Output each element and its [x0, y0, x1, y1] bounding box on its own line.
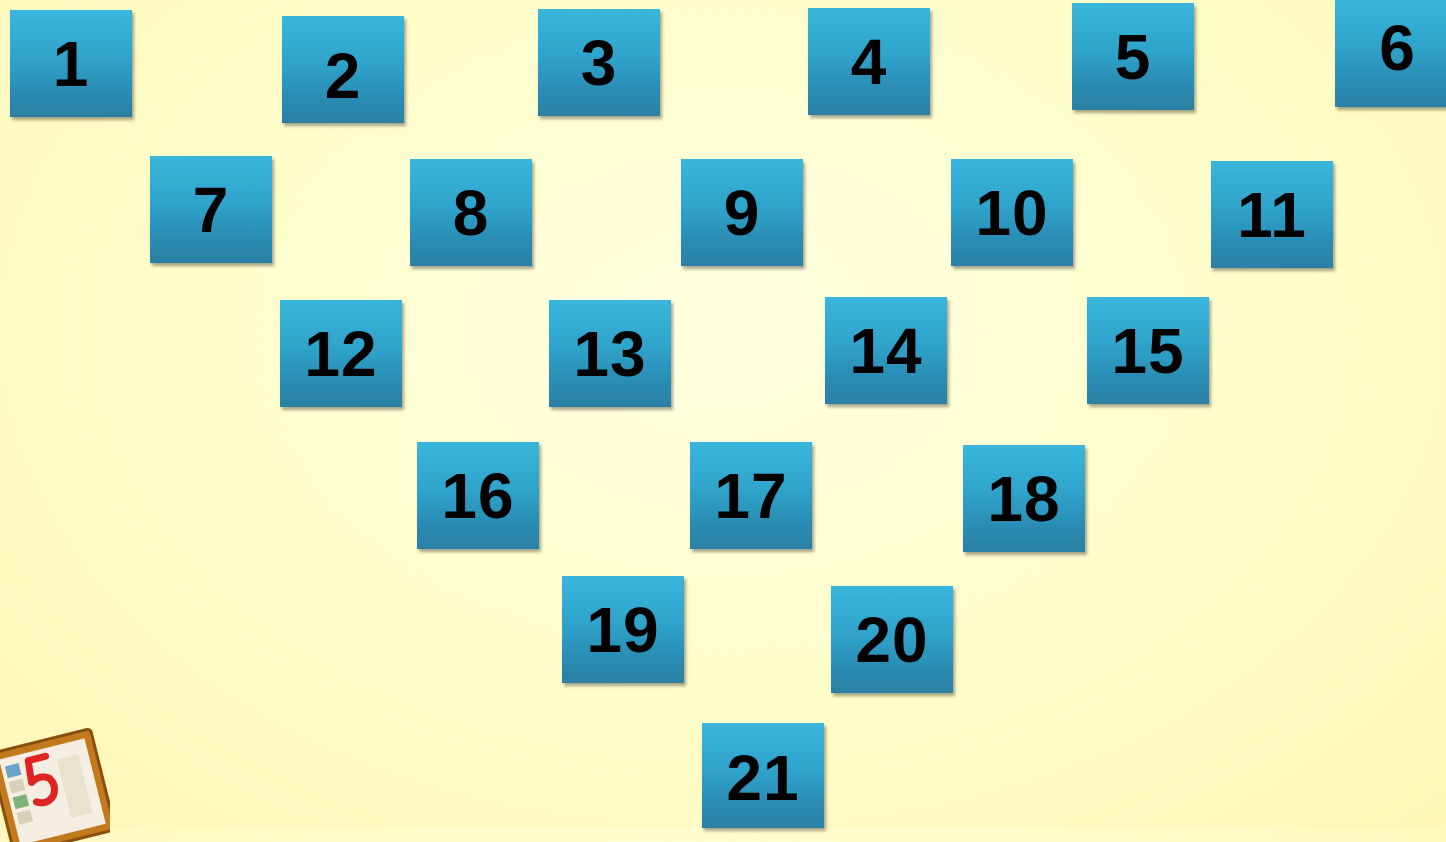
tile-16[interactable]: 16	[417, 442, 539, 549]
tile-17-label: 17	[714, 459, 787, 533]
tile-21[interactable]: 21	[702, 723, 824, 828]
tile-1-label: 1	[53, 27, 90, 101]
tile-8-label: 8	[453, 176, 490, 250]
tile-3[interactable]: 3	[538, 9, 660, 116]
tile-9-label: 9	[724, 176, 761, 250]
tile-12[interactable]: 12	[280, 300, 402, 407]
tile-13[interactable]: 13	[549, 300, 671, 407]
tile-10-label: 10	[975, 176, 1048, 250]
tile-7[interactable]: 7	[150, 156, 272, 263]
tile-18[interactable]: 18	[963, 445, 1085, 552]
calendar-number-icon	[0, 722, 110, 842]
tile-4-label: 4	[851, 25, 888, 99]
tile-5[interactable]: 5	[1072, 3, 1194, 110]
tile-1[interactable]: 1	[10, 10, 132, 117]
tile-7-label: 7	[193, 173, 230, 247]
tile-18-label: 18	[987, 462, 1060, 536]
tile-14-label: 14	[849, 314, 922, 388]
tile-4[interactable]: 4	[808, 8, 930, 115]
tile-8[interactable]: 8	[410, 159, 532, 266]
tile-3-label: 3	[581, 26, 618, 100]
tile-21-label: 21	[726, 741, 799, 815]
tile-6-label: 6	[1379, 11, 1416, 85]
tile-20[interactable]: 20	[831, 586, 953, 693]
tile-13-label: 13	[573, 317, 646, 391]
tile-19-label: 19	[586, 593, 659, 667]
tile-9[interactable]: 9	[681, 159, 803, 266]
tile-6[interactable]: 6	[1335, 0, 1446, 107]
tile-16-label: 16	[441, 459, 514, 533]
tile-2[interactable]: 2	[282, 16, 404, 123]
tile-11-label: 11	[1237, 178, 1307, 252]
tile-20-label: 20	[855, 603, 928, 677]
tile-14[interactable]: 14	[825, 297, 947, 404]
tile-17[interactable]: 17	[690, 442, 812, 549]
tile-15[interactable]: 15	[1087, 297, 1209, 404]
tile-19[interactable]: 19	[562, 576, 684, 683]
tile-10[interactable]: 10	[951, 159, 1073, 266]
tile-2-label: 2	[325, 39, 362, 113]
tile-5-label: 5	[1115, 20, 1152, 94]
tile-15-label: 15	[1111, 314, 1184, 388]
tile-12-label: 12	[304, 317, 377, 391]
tile-11[interactable]: 11	[1211, 161, 1333, 268]
